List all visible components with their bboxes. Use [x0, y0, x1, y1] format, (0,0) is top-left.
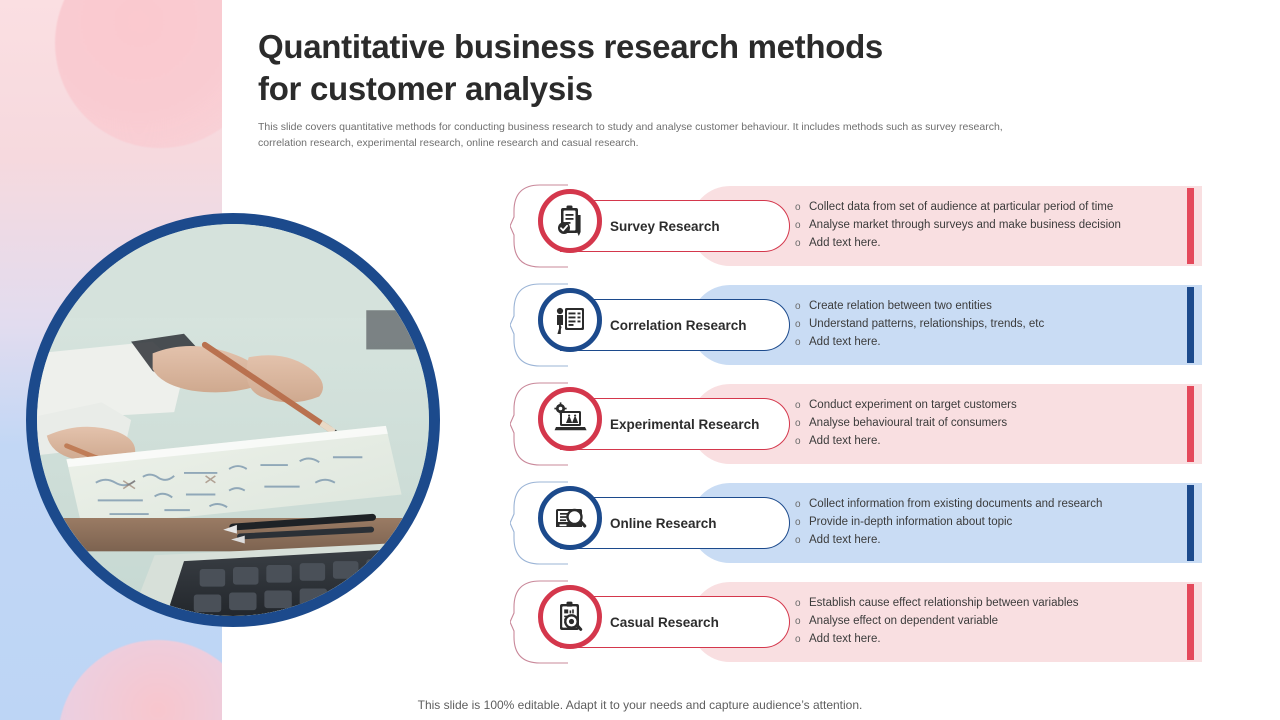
list-item-bullet: o Collect information from existing docu… — [795, 496, 1195, 514]
page-title: Quantitative business research methods f… — [258, 26, 1258, 110]
row-accent-bar — [1187, 584, 1194, 660]
document-magnifier-icon — [538, 486, 602, 550]
list-item[interactable]: Casual Research — [0, 580, 1280, 664]
bullet-marker: o — [795, 598, 801, 609]
row-label: Online Research — [610, 515, 717, 531]
bullet-text: Add text here. — [809, 632, 881, 645]
row-bullets: o Collect data from set of audience at p… — [795, 199, 1195, 252]
bullet-marker: o — [795, 219, 801, 231]
decorative-blob-top — [55, 0, 230, 148]
row-accent-bar — [1187, 485, 1194, 561]
row-label: Correlation Research — [610, 317, 747, 333]
list-item-bullet: o Understand patterns, relationships, tr… — [795, 316, 1195, 334]
bullet-marker: o — [795, 237, 801, 249]
list-item-bullet: o Add text here. — [795, 334, 1195, 352]
bullet-marker: o — [795, 417, 801, 429]
list-item-bullet: o Add text here. — [795, 631, 1195, 649]
bullet-text: Analyse behavioural trait of consumers — [809, 416, 1008, 429]
bullet-marker: o — [795, 400, 801, 411]
list-item[interactable]: Experimental Research — [0, 382, 1280, 466]
bullet-text: Add text here. — [809, 236, 881, 249]
bullet-marker: o — [795, 615, 801, 627]
bullet-marker: o — [795, 301, 801, 312]
header-block: Quantitative business research methods f… — [258, 26, 1258, 152]
bullet-text: Add text here. — [809, 533, 881, 546]
clipboard-magnifier-icon — [538, 585, 602, 649]
page-title-line-1: Quantitative business research methods — [258, 28, 883, 65]
row-content-panel — [690, 483, 1202, 563]
bullet-marker: o — [795, 435, 801, 447]
bullet-text: Analyse market through surveys and make … — [809, 218, 1121, 231]
bullet-marker: o — [795, 633, 801, 645]
row-label: Survey Research — [610, 218, 720, 234]
row-label: Casual Research — [610, 614, 719, 630]
laptop-gear-experiment-icon — [538, 387, 602, 451]
list-item-bullet: o Analyse market through surveys and mak… — [795, 217, 1195, 235]
bullet-text: Collect information from existing docume… — [809, 498, 1103, 510]
row-bullets: o Collect information from existing docu… — [795, 496, 1195, 549]
footer-note: This slide is 100% editable. Adapt it to… — [417, 698, 863, 712]
row-accent-bar — [1187, 188, 1194, 264]
list-item-bullet: o Establish cause effect relationship be… — [795, 595, 1195, 613]
bullet-text: Provide in-depth information about topic — [809, 515, 1013, 528]
bullet-text: Add text here. — [809, 434, 881, 447]
hero-photo-circle — [26, 213, 440, 627]
hands-writing-notes-beside-laptop-photo — [37, 224, 429, 616]
row-bullets: o Create relation between two entities o… — [795, 298, 1195, 351]
bullet-marker: o — [795, 336, 801, 348]
list-item-bullet: o Add text here. — [795, 532, 1195, 550]
list-item-bullet: o Add text here. — [795, 433, 1195, 451]
row-label: Experimental Research — [610, 416, 760, 432]
list-item[interactable]: Online Research — [0, 481, 1280, 565]
hero-photo-inner — [37, 224, 429, 616]
bullet-text: Understand patterns, relationships, tren… — [809, 317, 1045, 330]
bullet-text: Collect data from set of audience at par… — [809, 201, 1114, 213]
list-item-bullet: o Create relation between two entities — [795, 298, 1195, 316]
list-item[interactable]: Survey Research o — [0, 184, 1280, 268]
bullet-text: Add text here. — [809, 335, 881, 348]
bullet-text: Create relation between two entities — [809, 300, 992, 312]
row-label-pill[interactable]: Online Research — [560, 497, 790, 549]
bullet-marker: o — [795, 202, 801, 213]
person-presentation-board-icon — [538, 288, 602, 352]
list-item-bullet: o Analyse effect on dependent variable — [795, 613, 1195, 631]
bullet-marker: o — [795, 516, 801, 528]
bullet-marker: o — [795, 499, 801, 510]
list-item-bullet: o Provide in-depth information about top… — [795, 514, 1195, 532]
bullet-text: Establish cause effect relationship betw… — [809, 597, 1079, 609]
row-bullets: o Establish cause effect relationship be… — [795, 595, 1195, 648]
page-title-line-2: for customer analysis — [258, 70, 593, 108]
list-item-bullet: o Collect data from set of audience at p… — [795, 199, 1195, 217]
bullet-marker: o — [795, 318, 801, 330]
bullet-text: Conduct experiment on target customers — [809, 399, 1017, 411]
row-accent-bar — [1187, 287, 1194, 363]
list-item-bullet: o Add text here. — [795, 235, 1195, 253]
bullet-marker: o — [795, 534, 801, 546]
list-item[interactable]: Correlation Research — [0, 283, 1280, 367]
research-methods-list: Survey Research o — [0, 184, 1280, 681]
bullet-text: Analyse effect on dependent variable — [809, 614, 999, 627]
row-accent-bar — [1187, 386, 1194, 462]
row-bullets: o Conduct experiment on target customers… — [795, 397, 1195, 450]
page-subtitle: This slide covers quantitative methods f… — [258, 121, 1003, 150]
list-item-bullet: o Conduct experiment on target customers — [795, 397, 1195, 415]
clipboard-check-icon — [538, 189, 602, 253]
list-item-bullet: o Analyse behavioural trait of consumers — [795, 415, 1195, 433]
